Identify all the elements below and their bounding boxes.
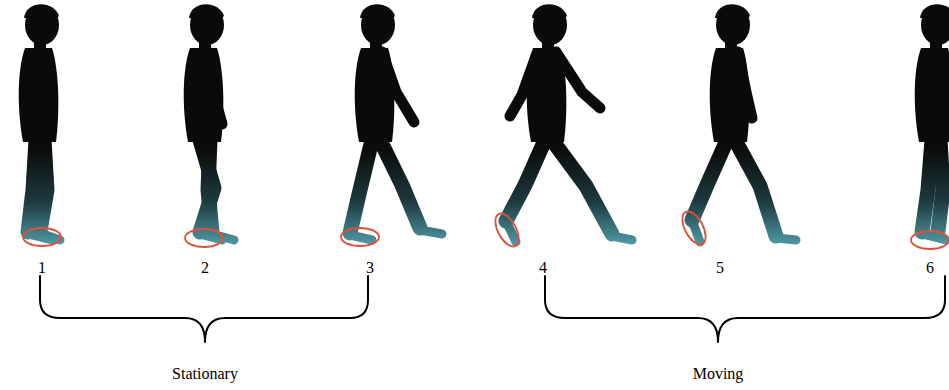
walker-silhouette: [19, 4, 60, 240]
group-label: Stationary: [172, 365, 238, 383]
group-bracket: [40, 276, 368, 342]
callout-number: 6: [926, 259, 934, 277]
foot-marker: [23, 208, 949, 250]
callout-number: 4: [539, 259, 547, 277]
walker-silhouette: [692, 4, 796, 242]
walker-silhouette: [506, 4, 632, 242]
group-bracket: [545, 276, 945, 342]
callout-number: 3: [366, 259, 374, 277]
callout-number: 5: [716, 259, 724, 277]
walker-silhouette: [184, 4, 234, 240]
callout-number: 1: [38, 259, 46, 277]
walker-silhouette: [350, 4, 442, 240]
walker-silhouette: [915, 4, 949, 240]
group-label: Moving: [693, 365, 744, 383]
callout-number: 2: [201, 259, 209, 277]
